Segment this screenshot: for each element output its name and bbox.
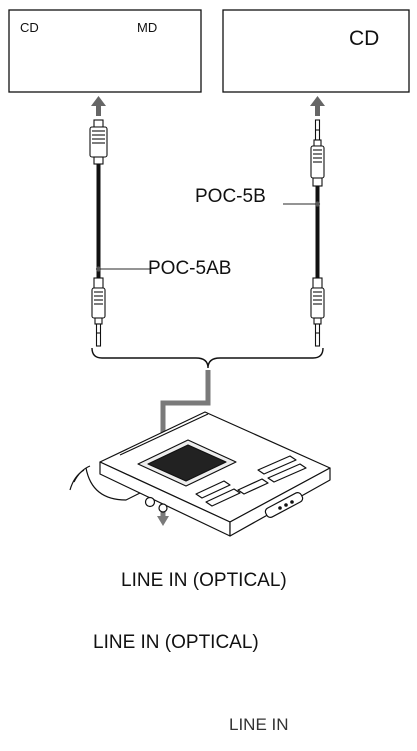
right-mini-plug-top bbox=[310, 119, 325, 187]
md-recorder bbox=[69, 411, 331, 537]
right-mini-plug-bottom bbox=[310, 277, 325, 347]
left-box-cd-label: CD bbox=[20, 20, 39, 35]
grouping-bracket bbox=[91, 347, 324, 369]
right-box-cd-label: CD bbox=[349, 27, 380, 50]
left-device-box bbox=[8, 9, 202, 93]
line-in-caption: LINE IN bbox=[229, 715, 289, 734]
line-in-optical-caption-1: LINE IN (OPTICAL) bbox=[121, 570, 287, 591]
left-box-md-label: MD bbox=[137, 20, 158, 35]
cable-poc5ab-label: POC-5AB bbox=[148, 258, 232, 279]
left-up-arrow bbox=[91, 96, 106, 116]
left-square-plug bbox=[89, 119, 108, 165]
cable-poc5b-label: POC-5B bbox=[195, 186, 266, 207]
connection-arrowhead bbox=[157, 516, 169, 526]
right-up-arrow bbox=[310, 96, 325, 116]
right-device-box bbox=[222, 9, 410, 93]
left-mini-plug-bottom bbox=[91, 277, 106, 347]
line-in-optical-caption-2: LINE IN (OPTICAL) bbox=[93, 632, 259, 653]
